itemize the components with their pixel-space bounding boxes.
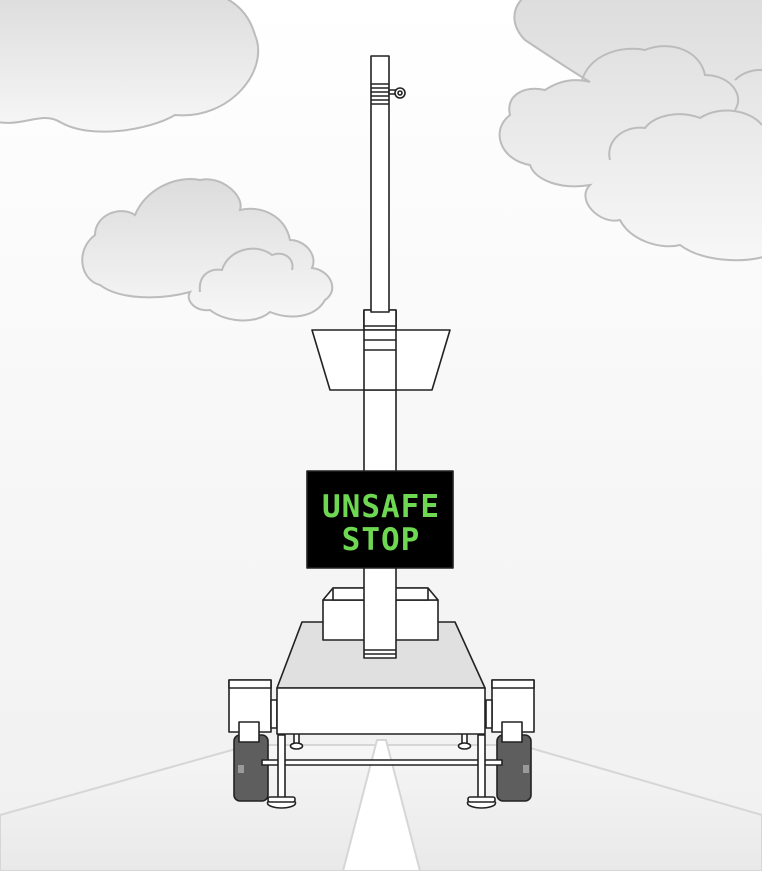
mast-upper: [370, 55, 390, 313]
cloud-icon: [0, 0, 762, 322]
message-sign-board: [306, 470, 454, 569]
road-center-line: [341, 739, 422, 871]
jack-stands: [266, 731, 497, 809]
sign-line-1: UNSAFE: [322, 489, 440, 525]
message-sign-trailer-icon: [228, 55, 535, 809]
sign-line-2: STOP: [342, 522, 421, 558]
sign-message: UNSAFE STOP: [322, 489, 440, 558]
fenders: [228, 679, 535, 743]
trailer-deck-front: [276, 687, 486, 735]
